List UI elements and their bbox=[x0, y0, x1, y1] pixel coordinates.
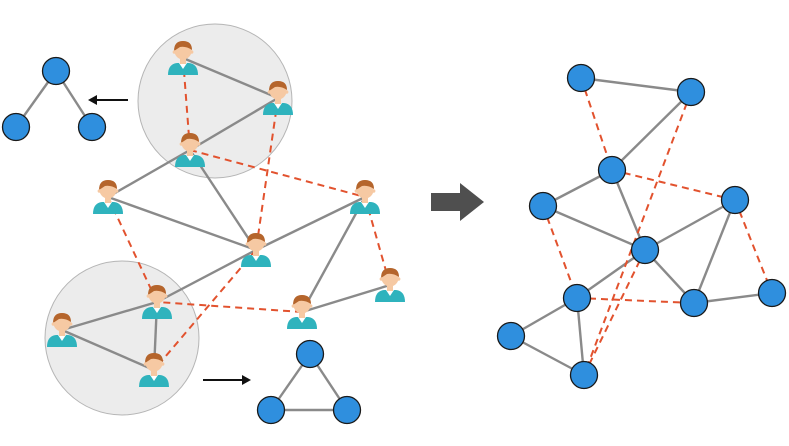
dashed-edge bbox=[583, 91, 692, 376]
person-icon bbox=[287, 295, 317, 329]
right-arrow-icon bbox=[431, 183, 484, 221]
graph-nodes bbox=[1, 56, 787, 425]
people bbox=[47, 41, 405, 387]
dashed-edge bbox=[156, 301, 303, 313]
dashed-edge bbox=[542, 205, 578, 299]
graph-node bbox=[566, 63, 596, 93]
graph-node bbox=[41, 56, 71, 86]
solid-edge bbox=[542, 204, 646, 252]
solid-edge bbox=[189, 96, 279, 152]
solid-edge bbox=[107, 148, 191, 199]
person-icon bbox=[142, 285, 172, 319]
solid-edge bbox=[255, 195, 366, 252]
solid-edge bbox=[107, 195, 257, 252]
edges bbox=[15, 56, 773, 412]
dashed-edge bbox=[611, 169, 736, 201]
solid-edge bbox=[61, 300, 158, 332]
person-icon bbox=[93, 180, 123, 214]
solid-edge bbox=[610, 169, 647, 251]
graph-node bbox=[496, 321, 526, 351]
group-highlight-circle bbox=[137, 23, 293, 179]
graph-node bbox=[569, 360, 599, 390]
person-icon bbox=[168, 41, 198, 75]
person-icon bbox=[175, 133, 205, 167]
graph-node bbox=[528, 191, 558, 221]
dashed-edge bbox=[189, 149, 366, 198]
solid-edge bbox=[644, 198, 736, 252]
arrow-icon bbox=[88, 95, 128, 105]
graph-node bbox=[630, 235, 660, 265]
graph-node bbox=[77, 112, 107, 142]
dashed-edge bbox=[255, 97, 279, 251]
person-icon bbox=[47, 313, 77, 347]
dashed-edge bbox=[576, 297, 695, 304]
solid-edge bbox=[611, 91, 692, 171]
solid-edge bbox=[300, 196, 367, 313]
solid-edge bbox=[692, 199, 737, 304]
dashed-edge bbox=[734, 199, 773, 294]
solid-edge bbox=[580, 76, 692, 94]
graph-node bbox=[332, 395, 362, 425]
graph-node bbox=[676, 77, 706, 107]
arrows bbox=[88, 95, 484, 385]
dashed-edge bbox=[583, 249, 646, 376]
dashed-edge bbox=[580, 77, 613, 171]
graph-node bbox=[720, 185, 750, 215]
solid-edge bbox=[301, 283, 391, 314]
graph-node bbox=[295, 339, 325, 369]
person-icon bbox=[350, 180, 380, 214]
graph-node bbox=[679, 288, 709, 318]
graph-node bbox=[757, 278, 787, 308]
solid-edge bbox=[156, 248, 257, 304]
dashed-edge bbox=[153, 249, 257, 371]
person-icon bbox=[263, 81, 293, 115]
graph-node bbox=[597, 155, 627, 185]
person-icon bbox=[375, 268, 405, 302]
arrow-icon bbox=[203, 375, 251, 385]
person-icon bbox=[241, 233, 271, 267]
dashed-edge bbox=[107, 196, 158, 303]
solid-edge bbox=[61, 328, 155, 372]
solid-edge bbox=[182, 56, 279, 100]
person-icon bbox=[139, 353, 169, 387]
graph-node bbox=[256, 395, 286, 425]
graph-node bbox=[562, 283, 592, 313]
graph-node bbox=[1, 112, 31, 142]
